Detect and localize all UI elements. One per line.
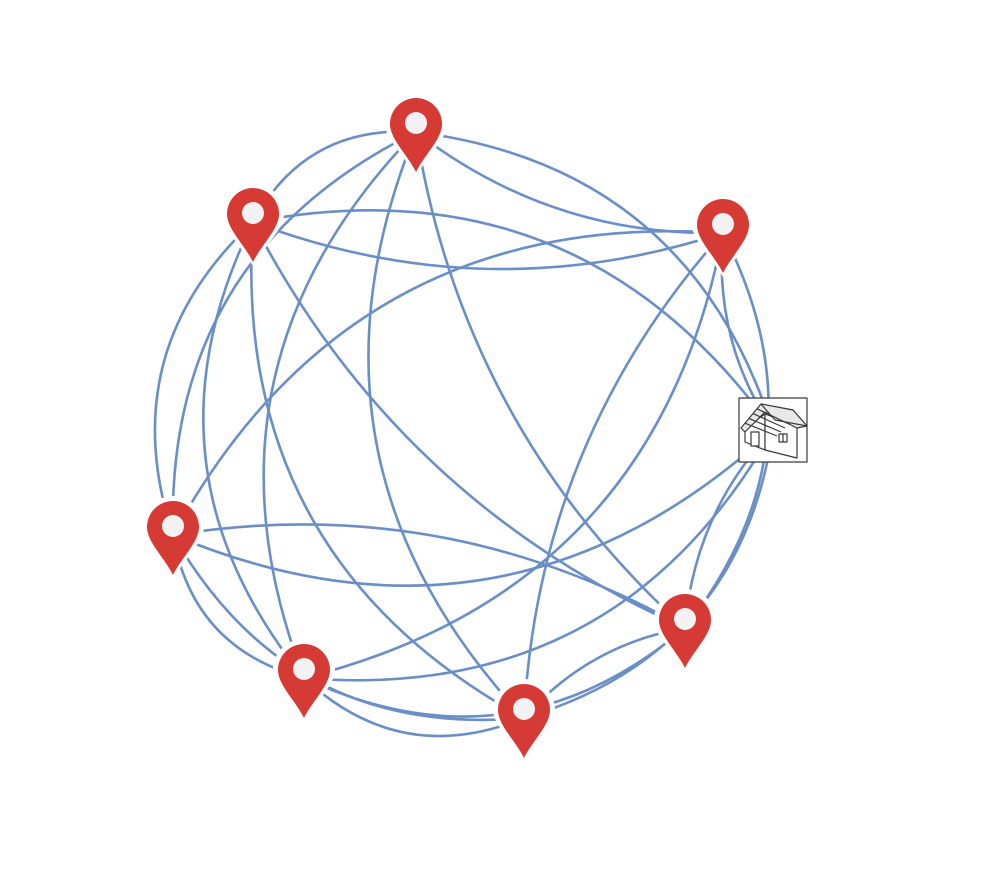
- house-roof-line: [744, 422, 778, 437]
- edge-house-to-pin-bottom-left: [302, 428, 775, 682]
- edge-house-to-pin-left: [171, 428, 775, 587]
- map-pin-icon: [654, 589, 716, 672]
- edge-pin-top-to-house: [414, 130, 775, 432]
- house-icon: [738, 397, 808, 463]
- pin-hole: [674, 608, 696, 630]
- map-pin-icon: [692, 194, 754, 277]
- edge-pin-upper-left-to-pin-bottom-left: [202, 220, 306, 680]
- house-door: [750, 431, 760, 447]
- pin-hole: [405, 112, 427, 134]
- edge-pin-upper-left-to-pin-upper-right: [251, 220, 725, 271]
- edge-pin-upper-right-to-pin-bottom-center: [522, 231, 725, 720]
- pin-body: [278, 644, 330, 718]
- pin-hole: [242, 202, 264, 224]
- house-roof-line: [752, 413, 786, 429]
- nodes-layer: [142, 93, 808, 762]
- edge-pin-top-to-pin-bottom-left: [262, 130, 418, 680]
- edge-pin-upper-left-to-pin-bottom-center: [250, 220, 526, 720]
- edge-pin-top-to-pin-bottom-center: [367, 130, 526, 720]
- pin-body: [390, 98, 442, 172]
- edge-pin-upper-right-to-pin-left: [171, 229, 725, 537]
- pin-hole: [513, 698, 535, 720]
- pin-hole: [293, 658, 315, 680]
- map-pin-icon: [142, 496, 204, 579]
- edge-pin-bottom-center-to-pin-bottom-left: [302, 676, 526, 738]
- edge-pin-upper-left-to-house: [251, 209, 775, 432]
- pin-hole: [162, 515, 184, 537]
- house-roof-line: [748, 417, 782, 433]
- pin-body: [697, 199, 749, 273]
- edge-pin-upper-left-to-pin-lower-right: [251, 220, 687, 630]
- pin-body: [147, 501, 199, 575]
- pin-body: [227, 188, 279, 262]
- map-pin-icon: [385, 93, 447, 176]
- map-pin-icon: [273, 639, 335, 722]
- edge-pin-left-to-pin-bottom-center: [171, 533, 526, 722]
- edge-pin-upper-right-to-pin-bottom-left: [302, 231, 725, 680]
- map-pin-icon: [493, 679, 555, 762]
- pin-body: [659, 594, 711, 668]
- pin-body: [498, 684, 550, 758]
- pin-hole: [712, 213, 734, 235]
- edge-pin-left-to-pin-lower-right: [171, 523, 687, 630]
- edge-pin-upper-left-to-pin-left: [153, 220, 255, 537]
- edge-house-to-pin-bottom-center: [522, 428, 775, 720]
- edge-pin-top-to-pin-left: [171, 130, 418, 537]
- house-roof-line: [756, 408, 790, 425]
- map-pin-icon: [222, 183, 284, 266]
